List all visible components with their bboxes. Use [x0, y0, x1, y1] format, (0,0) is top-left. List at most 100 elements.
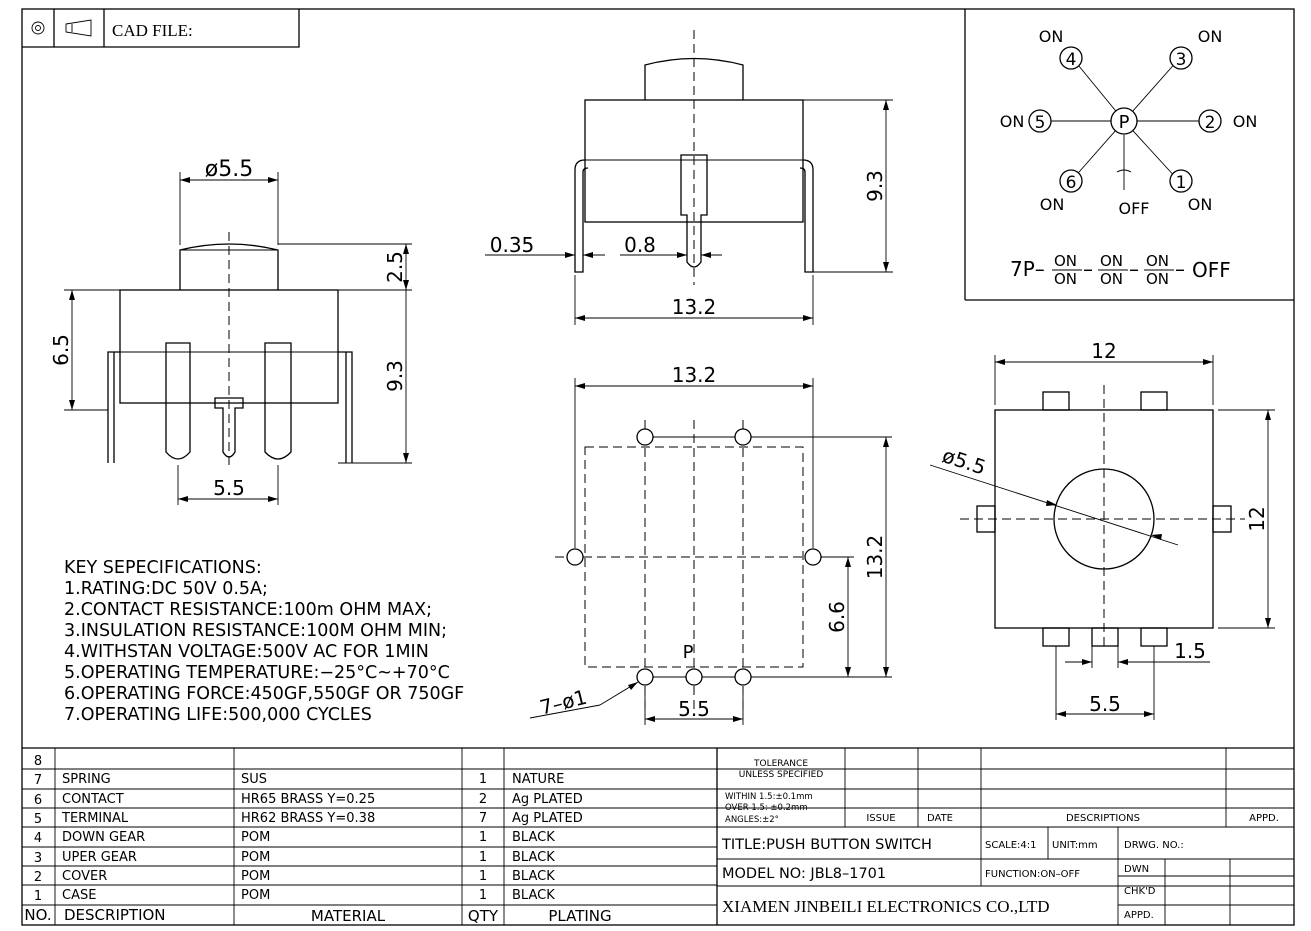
scale-label: SCALE:4:1: [985, 840, 1037, 851]
tolerance-sub-label: UNLESS SPECIFIED: [739, 770, 824, 780]
table-header: NO. DESCRIPTION MATERIAL QTY PLATING: [24, 906, 611, 925]
common-p-label: P: [1119, 112, 1130, 133]
drawing-number-label: DRWG. NO.:: [1124, 840, 1184, 851]
svg-text:Ag PLATED: Ag PLATED: [512, 792, 583, 807]
code-on-2b: ON: [1100, 270, 1123, 288]
svg-text:1: 1: [479, 772, 487, 787]
svg-text:BLACK: BLACK: [512, 850, 555, 865]
side-view: ø5.5 2.5 9.3 6.5 5.5: [49, 157, 412, 505]
front-dim-9-3: 9.3: [863, 170, 887, 202]
svg-text:8: 8: [34, 754, 42, 769]
pcb-holes-label: 7–ø1: [537, 685, 589, 720]
date-label: DATE: [927, 813, 953, 824]
top-view: 12 12 ø5.5 1.5 5.5: [929, 339, 1275, 720]
spec-title: KEY SEPECIFICATIONS:: [64, 558, 262, 578]
front-dim-0-8: 0.8: [624, 233, 656, 257]
svg-text:6: 6: [34, 793, 42, 808]
tol-angles: ANGLES:±2°: [725, 815, 779, 825]
pos-2-state: ON: [1233, 112, 1258, 131]
common-terminal: [1110, 107, 1138, 135]
table-row: 1 CASE POM 1 BLACK: [34, 888, 555, 904]
svg-text:POM: POM: [241, 888, 270, 903]
pos-6-num: 6: [1066, 173, 1077, 193]
code-on-1b: ON: [1054, 270, 1077, 288]
pcb-dim-6-6: 6.6: [825, 601, 849, 633]
table-row: 7 SPRING SUS 1 NATURE: [34, 772, 564, 788]
issue-label: ISSUE: [866, 813, 895, 824]
svg-text:Ag PLATED: Ag PLATED: [512, 811, 583, 826]
third-angle-projection-icon: [31, 19, 92, 37]
svg-text:MATERIAL: MATERIAL: [311, 907, 386, 925]
table-row: 4 DOWN GEAR POM 1 BLACK: [34, 830, 555, 846]
spec-item-5: 5.OPERATING TEMPERATURE:−25°C~+70°C: [64, 663, 450, 683]
pos-5-state: ON: [1000, 112, 1025, 131]
svg-text:DESCRIPTION: DESCRIPTION: [64, 906, 166, 924]
pos-3-num: 3: [1176, 50, 1187, 70]
company-name: XIAMEN JINBEILI ELECTRONICS CO.,LTD: [722, 897, 1050, 916]
code-on-3a: ON: [1146, 252, 1169, 270]
pos-6-state: ON: [1040, 195, 1065, 214]
table-row: 6 CONTACT HR65 BRASS Y=0.25 2 Ag PLATED: [34, 792, 583, 808]
switch-code: 7P– ON ON – ON ON – ON ON – OFF: [1010, 252, 1231, 288]
svg-text:2: 2: [34, 870, 42, 885]
off-label: OFF: [1119, 199, 1150, 218]
svg-text:3: 3: [34, 851, 42, 866]
spec-item-2: 2.CONTACT RESISTANCE:100m OHM MAX;: [64, 600, 432, 620]
table-row: 3 UPER GEAR POM 1 BLACK: [34, 850, 555, 866]
pos-4-num: 4: [1066, 50, 1077, 70]
svg-text:BLACK: BLACK: [512, 830, 555, 845]
table-row: 2 COVER POM 1 BLACK: [34, 869, 555, 885]
table-row: 5 TERMINAL HR62 BRASS Y=0.38 7 Ag PLATED: [34, 811, 583, 827]
svg-text:SPRING: SPRING: [62, 772, 111, 787]
svg-text:CONTACT: CONTACT: [62, 792, 124, 807]
top-dim-12-side: 12: [1245, 506, 1269, 531]
svg-text:5: 5: [34, 812, 42, 827]
header-box: CAD FILE:: [22, 9, 300, 48]
side-dim-5-5: 5.5: [213, 476, 245, 500]
pos-3-state: ON: [1198, 27, 1223, 46]
unit-label: UNIT:mm: [1052, 840, 1098, 851]
appd-label: APPD.: [1249, 813, 1279, 824]
code-dash-2: –: [1129, 257, 1139, 281]
side-dim-2-5: 2.5: [383, 251, 407, 283]
side-dim-9-3: 9.3: [383, 360, 407, 392]
table-row: 8: [34, 754, 42, 769]
checked-label: CHK'D: [1124, 886, 1156, 897]
model-number: MODEL NO: JBL8–1701: [722, 866, 886, 882]
svg-text:POM: POM: [241, 830, 270, 845]
approved-label: APPD.: [1124, 910, 1154, 921]
sheet-border: [21, 8, 1295, 926]
side-dim-6-5: 6.5: [49, 334, 73, 366]
svg-text:1: 1: [34, 889, 42, 904]
pcb-layout: P 13.2 13.2 6.6 5.5 7–ø1: [529, 363, 892, 725]
pcb-dim-5-5: 5.5: [678, 697, 710, 721]
pcb-p-label: P: [683, 642, 694, 663]
svg-text:7: 7: [34, 773, 42, 788]
svg-text:BLACK: BLACK: [512, 888, 555, 903]
pcb-dim-13-2-side: 13.2: [863, 535, 887, 580]
svg-text:NO.: NO.: [24, 906, 51, 924]
svg-text:TERMINAL: TERMINAL: [61, 811, 129, 826]
svg-text:CASE: CASE: [62, 888, 96, 903]
svg-text:2: 2: [479, 792, 487, 807]
pos-4-state: ON: [1039, 27, 1064, 46]
top-dim-1-5: 1.5: [1174, 639, 1206, 663]
pcb-dim-13-2-top: 13.2: [672, 363, 717, 387]
svg-text:4: 4: [34, 831, 42, 846]
code-on-3b: ON: [1146, 270, 1169, 288]
tolerance-label: TOLERANCE: [753, 759, 808, 769]
svg-text:1: 1: [479, 850, 487, 865]
svg-text:NATURE: NATURE: [512, 772, 564, 787]
descriptions-label: DESCRIPTIONS: [1066, 813, 1140, 824]
code-on-2a: ON: [1100, 252, 1123, 270]
key-specifications: KEY SEPECIFICATIONS: 1.RATING:DC 50V 0.5…: [64, 558, 464, 725]
spec-item-3: 3.INSULATION RESISTANCE:100M OHM MIN;: [64, 621, 447, 641]
drawn-label: DWN: [1124, 864, 1149, 875]
svg-text:POM: POM: [241, 850, 270, 865]
svg-text:HR65 BRASS Y=0.25: HR65 BRASS Y=0.25: [241, 792, 375, 807]
side-dim-diameter: ø5.5: [205, 157, 253, 182]
svg-text:1: 1: [479, 869, 487, 884]
cad-file-label: CAD FILE:: [112, 21, 193, 40]
